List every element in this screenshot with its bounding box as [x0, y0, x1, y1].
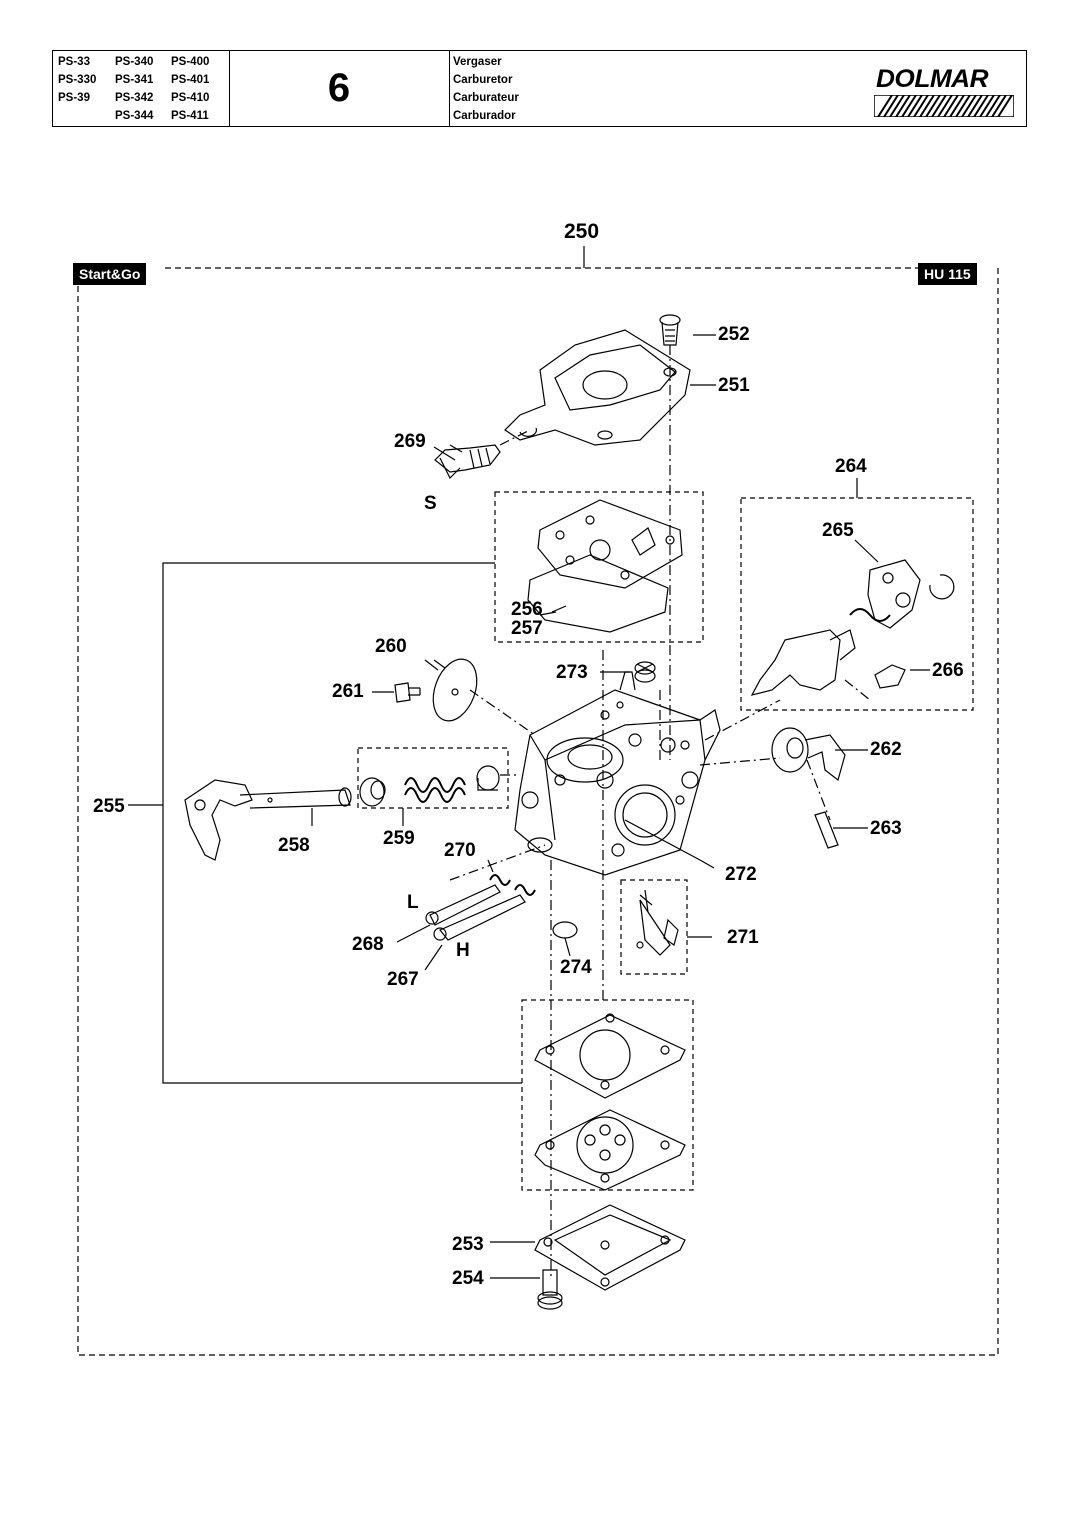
- brand-name: DOLMAR: [876, 65, 989, 93]
- part-label: 258: [278, 835, 310, 856]
- model-cell: PS-341: [115, 74, 154, 86]
- model-cell: PS-410: [171, 92, 210, 104]
- model-cell: PS-411: [171, 110, 209, 122]
- part-label: 254: [452, 1268, 484, 1289]
- assembly-frame: [77, 267, 999, 1356]
- part-label: 257: [511, 618, 543, 639]
- part-label: 267: [387, 969, 419, 990]
- page-header: PS-33 PS-340 PS-400 PS-330 PS-341 PS-401…: [52, 50, 1027, 127]
- carburetor-model-tag: HU 115: [918, 263, 977, 285]
- page-number: 6: [229, 51, 450, 126]
- carburetor-body: [514, 689, 706, 876]
- part-label: 264: [835, 456, 867, 477]
- letter-label: L: [407, 892, 419, 913]
- model-cell: PS-33: [58, 56, 90, 68]
- model-cell: PS-401: [171, 74, 210, 86]
- brand-hatch-icon: [874, 95, 1014, 117]
- model-cell: PS-400: [171, 56, 210, 68]
- section-titles: Vergaser Carburetor Carburateur Carburad…: [449, 51, 869, 126]
- repair-kit-bracket: [162, 562, 522, 1084]
- part-label: 272: [725, 864, 757, 885]
- part-label: 260: [375, 636, 407, 657]
- diaphragm-kit-box: [521, 999, 694, 1191]
- part-label: 270: [444, 840, 476, 861]
- title-es: Carburador: [453, 110, 516, 122]
- part-label: 262: [870, 739, 902, 760]
- part-label: 253: [452, 1234, 484, 1255]
- choke-shaft: [750, 629, 841, 696]
- model-cell: PS-344: [115, 110, 154, 122]
- model-cell: PS-342: [115, 92, 154, 104]
- title-fr: Carburateur: [453, 92, 519, 104]
- throttle-plate: [432, 658, 478, 722]
- title-de: Vergaser: [453, 56, 502, 68]
- start-and-go-tag: Start&Go: [73, 263, 147, 285]
- model-cell: PS-39: [58, 92, 90, 104]
- part-label: 269: [394, 431, 426, 452]
- model-cell: PS-340: [115, 56, 154, 68]
- part-label: 265: [822, 520, 854, 541]
- part-label: 255: [93, 796, 125, 817]
- part-label: 259: [383, 828, 415, 849]
- part-label: 274: [560, 957, 592, 978]
- part-label: 263: [870, 818, 902, 839]
- shaft-kit-box: [740, 497, 974, 711]
- part-label: 256: [511, 599, 543, 620]
- assembly-number-label: 250: [564, 220, 600, 243]
- letter-label: S: [424, 493, 437, 514]
- gasket-kit-box: [494, 491, 704, 643]
- part-label: 271: [727, 927, 759, 948]
- part-label: 261: [332, 681, 364, 702]
- cover-plate: [504, 329, 691, 446]
- part-label: 252: [718, 324, 750, 345]
- part-label: 268: [352, 934, 384, 955]
- part-label: 266: [932, 660, 964, 681]
- title-en: Carburetor: [453, 74, 513, 86]
- gasket: [537, 499, 683, 589]
- model-list: PS-33 PS-340 PS-400 PS-330 PS-341 PS-401…: [53, 51, 230, 126]
- throttle-lever: [184, 779, 253, 861]
- needle-kit-box: [620, 879, 688, 975]
- brand-logo: DOLMAR: [866, 51, 1026, 126]
- part-label: 273: [556, 662, 588, 683]
- part-label: 251: [718, 375, 750, 396]
- pump-kit-box: [357, 747, 509, 809]
- letter-label: H: [456, 940, 470, 961]
- model-cell: PS-330: [58, 74, 97, 86]
